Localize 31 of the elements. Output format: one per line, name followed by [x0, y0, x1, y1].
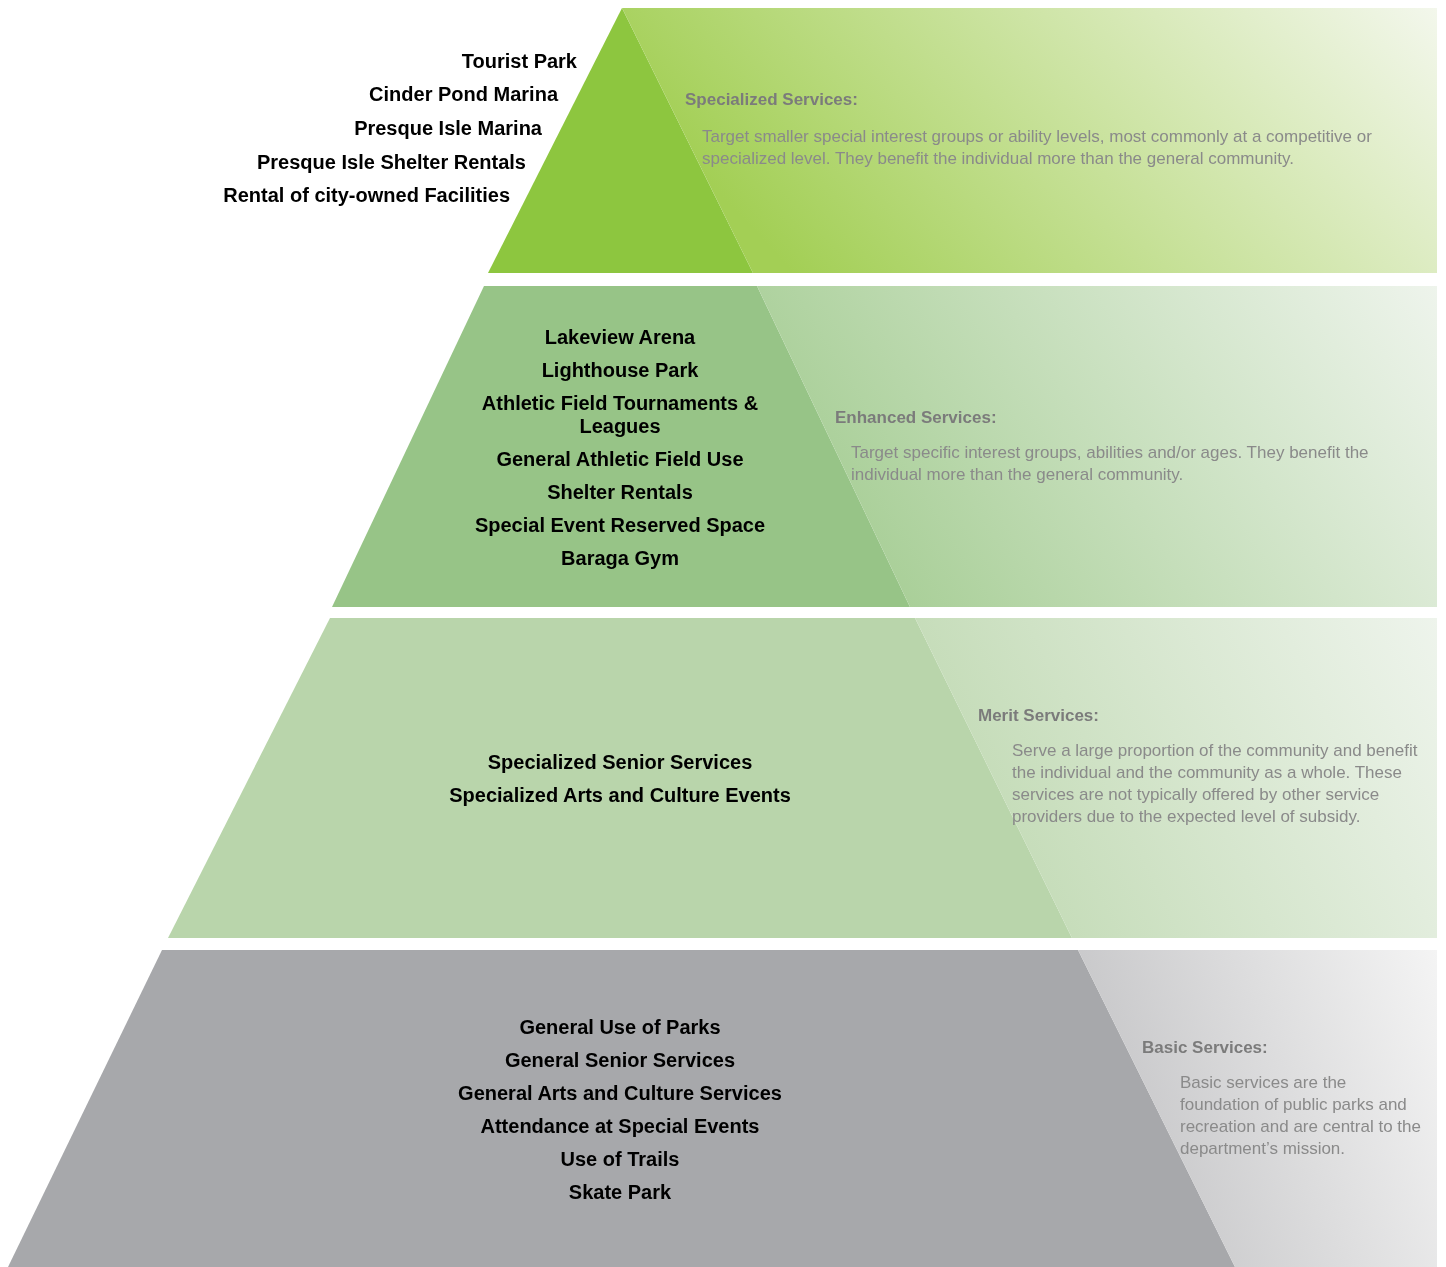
service-item: General Athletic Field Use	[496, 448, 744, 471]
service-item: Skate Park	[568, 1181, 672, 1204]
service-item: Cinder Pond Marina	[369, 83, 558, 106]
service-item: Lighthouse Park	[541, 359, 699, 382]
tier-heading: Basic Services:	[1142, 1038, 1268, 1058]
service-item: Athletic Field Tournaments & Leagues	[480, 392, 760, 438]
service-item: General Senior Services	[504, 1049, 736, 1072]
tier-description: Basic services are the foundation of public parks and recreation and are central to the department’s mission.	[1180, 1072, 1422, 1160]
tier-heading: Enhanced Services:	[835, 408, 997, 428]
service-item: Tourist Park	[461, 50, 577, 73]
service-item: Lakeview Arena	[544, 326, 696, 349]
service-item: Presque Isle Shelter Rentals	[257, 151, 526, 174]
service-item: Specialized Senior Services	[487, 751, 753, 774]
tier-description: Target specific interest groups, abilities and/or ages. They benefit the individual more than the general community.	[851, 442, 1370, 486]
description-panel	[622, 8, 1437, 273]
tier-description: Serve a large proportion of the community and benefit the individual and the community as a whole. These services are not typically offered by other service providers due to the expected level of subsidy.	[1012, 740, 1419, 828]
service-item: Specialized Arts and Culture Events	[449, 784, 791, 807]
service-item: Presque Isle Marina	[354, 117, 542, 140]
service-item: Baraga Gym	[561, 547, 679, 570]
service-item: General Use of Parks	[519, 1016, 721, 1039]
description-panel	[1078, 950, 1437, 1267]
service-item: General Arts and Culture Services	[458, 1082, 782, 1105]
service-item: Special Event Reserved Space	[474, 514, 766, 537]
tier-description: Target smaller special interest groups or ability levels, most commonly at a competitive or specialized level. They benefit the individual more than the general community.	[702, 126, 1373, 170]
tier-heading: Merit Services:	[978, 706, 1099, 726]
tier-heading: Specialized Services:	[685, 90, 858, 110]
service-item: Attendance at Special Events	[480, 1115, 760, 1138]
service-item: Shelter Rentals	[547, 481, 693, 504]
description-panel	[915, 618, 1437, 938]
service-item: Use of Trails	[560, 1148, 680, 1171]
service-item: Rental of city-owned Facilities	[223, 184, 510, 207]
